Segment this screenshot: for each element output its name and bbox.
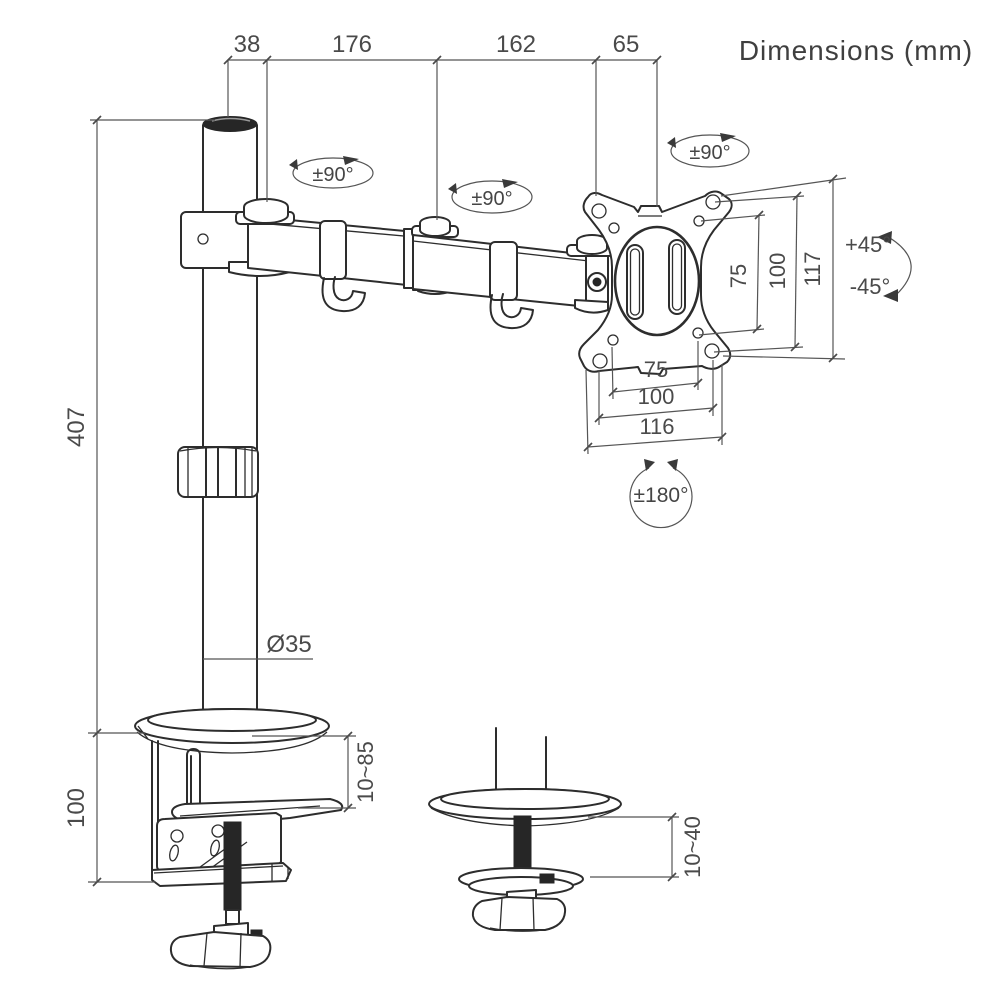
cable-clip-2 bbox=[489, 241, 518, 301]
dim-pole-diameter: Ø35 bbox=[266, 631, 311, 658]
dim-top-65: 65 bbox=[613, 31, 640, 58]
tilt-annotation: +45° -45° bbox=[845, 231, 912, 302]
dim-top-38: 38 bbox=[234, 31, 261, 58]
dim-vesa-h-116: 116 bbox=[639, 414, 674, 439]
grommet-mount bbox=[428, 727, 622, 932]
vesa-inner-hole bbox=[608, 222, 620, 234]
rotation-annotations: ±90° ±90° ±90° +45° -45° ±180° bbox=[289, 133, 912, 529]
grommet-knob bbox=[471, 896, 567, 931]
tilt-up-label: +45° bbox=[845, 232, 891, 257]
dim-vesa-h-75: 75 bbox=[644, 357, 668, 382]
dim-vesa-v-100: 100 bbox=[765, 253, 790, 290]
dim-vesa-v-75: 75 bbox=[726, 264, 751, 288]
dimensions: 38 176 162 65 407 100 Ø35 10~85 10~40 bbox=[63, 31, 847, 887]
cable-hook-1 bbox=[321, 276, 366, 313]
tilt-down-label: -45° bbox=[850, 274, 891, 299]
clamp-lower-jaw bbox=[151, 862, 292, 887]
screen-rotation-annotation: ±180° bbox=[629, 459, 693, 529]
dim-grommet-range: 10~40 bbox=[680, 816, 705, 878]
swivel-annotation-1: ±90° bbox=[289, 156, 374, 189]
vesa-plate-outline bbox=[578, 190, 733, 375]
swivel-joint-3 bbox=[566, 234, 614, 257]
dim-top-176: 176 bbox=[332, 31, 372, 58]
dim-desk-clamp-range: 10~85 bbox=[353, 741, 378, 803]
svg-text:±90°: ±90° bbox=[471, 188, 512, 210]
vesa-slot-right bbox=[668, 239, 686, 315]
dim-top-162: 162 bbox=[496, 31, 536, 58]
svg-text:±90°: ±90° bbox=[312, 164, 353, 186]
keyhole-slot bbox=[170, 829, 184, 843]
swivel-joint-2 bbox=[411, 216, 459, 238]
dim-vesa-v-117: 117 bbox=[800, 251, 825, 286]
desk-clamp-mount bbox=[134, 708, 344, 970]
svg-text:±90°: ±90° bbox=[689, 142, 730, 164]
cable-hook-2 bbox=[489, 293, 534, 330]
vesa-center-hub bbox=[613, 225, 701, 337]
arm bbox=[180, 198, 614, 330]
swivel-annotation-2: ±90° bbox=[448, 179, 533, 214]
swivel-annotation-3: ±90° bbox=[667, 133, 750, 168]
svg-text:±180°: ±180° bbox=[634, 484, 689, 507]
grommet-screw-rod bbox=[513, 815, 532, 877]
vesa-corner-hole bbox=[591, 203, 607, 219]
vesa-plate bbox=[578, 190, 733, 375]
dim-pole-height: 407 bbox=[63, 407, 90, 447]
diagram-title: Dimensions (mm) bbox=[739, 35, 973, 66]
vesa-corner-hole bbox=[592, 353, 608, 369]
vesa-corner-hole bbox=[704, 343, 720, 359]
clamp-knob bbox=[169, 931, 272, 968]
pole-collar bbox=[177, 446, 259, 498]
cable-clip-1 bbox=[319, 220, 347, 280]
clamp-pin bbox=[186, 748, 201, 813]
vesa-inner-hole bbox=[607, 334, 619, 346]
vesa-inner-hole bbox=[692, 327, 704, 339]
clamp-screw-rod bbox=[223, 821, 242, 911]
dim-clamp-height: 100 bbox=[63, 788, 90, 828]
dim-vesa-h-100: 100 bbox=[638, 384, 675, 409]
swivel-joint-1 bbox=[235, 198, 295, 225]
vesa-slot-left bbox=[626, 244, 644, 320]
